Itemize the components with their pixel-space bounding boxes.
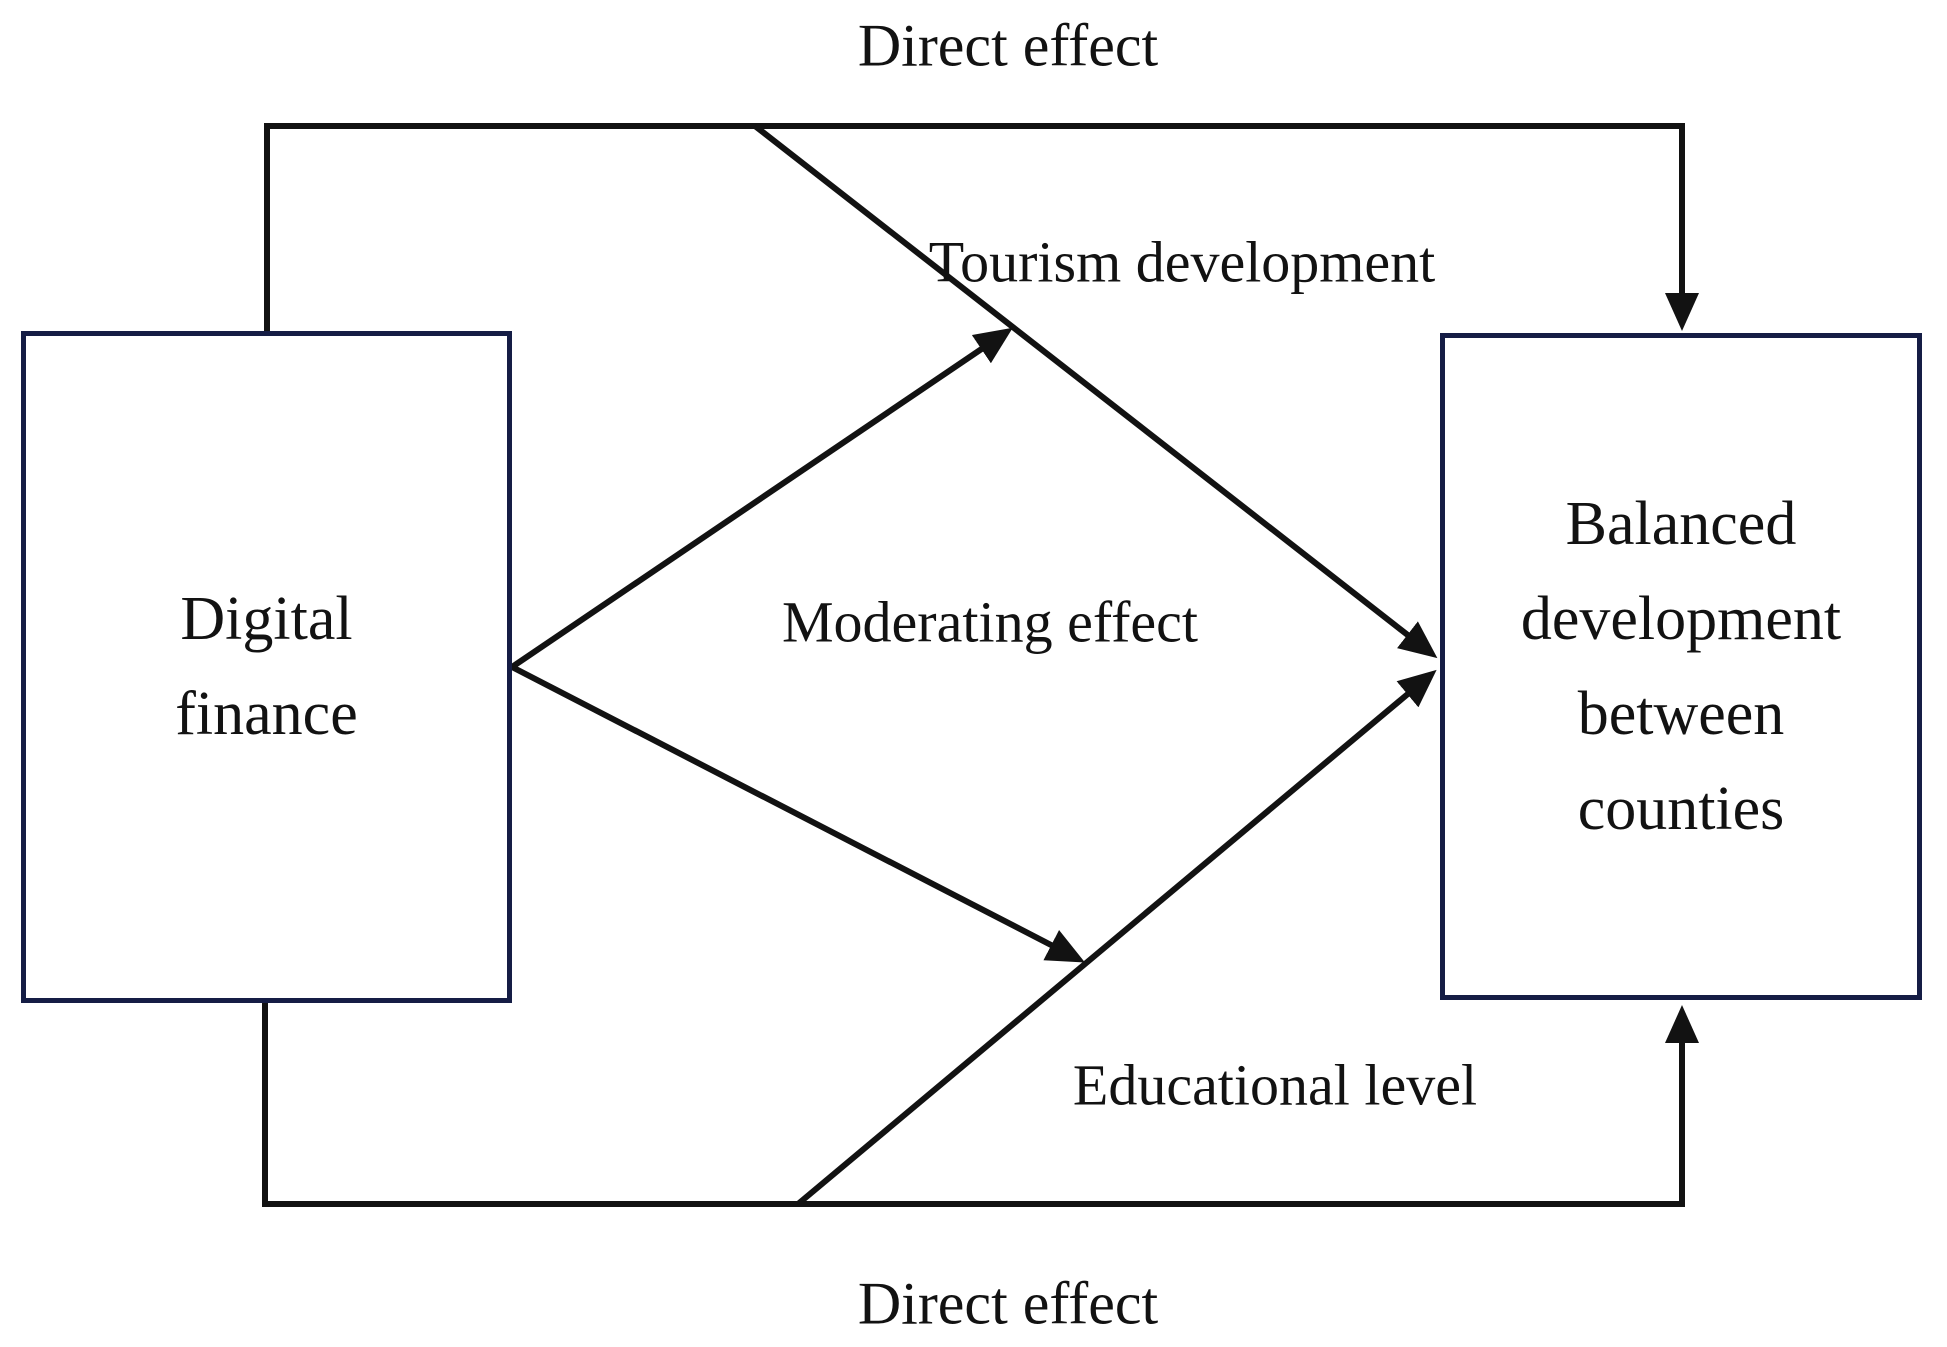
balanced-development-line-2: development: [1520, 584, 1842, 653]
direct-effect-bottom-label: Direct effect: [857, 1270, 1159, 1337]
tourism-development-arrow: [753, 123, 1438, 659]
moderating-effect-lower-arrow: [510, 664, 1085, 963]
educational-level-arrow: [796, 669, 1437, 1207]
direct-effect-top-arrow: [264, 123, 1699, 331]
moderating-effect-label: Moderating effect: [781, 589, 1199, 655]
digital-finance-box: Digital finance: [21, 331, 512, 1003]
tourism-development-label: Tourism development: [928, 229, 1436, 295]
direct-effect-bottom-arrow: [262, 1003, 1699, 1207]
digital-finance-line-1: Digital: [180, 585, 353, 653]
balanced-development-line-1: Balanced: [1565, 489, 1797, 558]
balanced-development-line-4: counties: [1577, 774, 1785, 843]
educational-level-label: Educational level: [1072, 1052, 1478, 1118]
balanced-development-line-3: between: [1577, 679, 1785, 748]
moderating-effect-upper-arrow: [510, 327, 1013, 670]
digital-finance-line-2: finance: [175, 680, 358, 748]
balanced-development-box: Balanced development between counties: [1440, 333, 1922, 1000]
direct-effect-top-label: Direct effect: [857, 12, 1159, 79]
